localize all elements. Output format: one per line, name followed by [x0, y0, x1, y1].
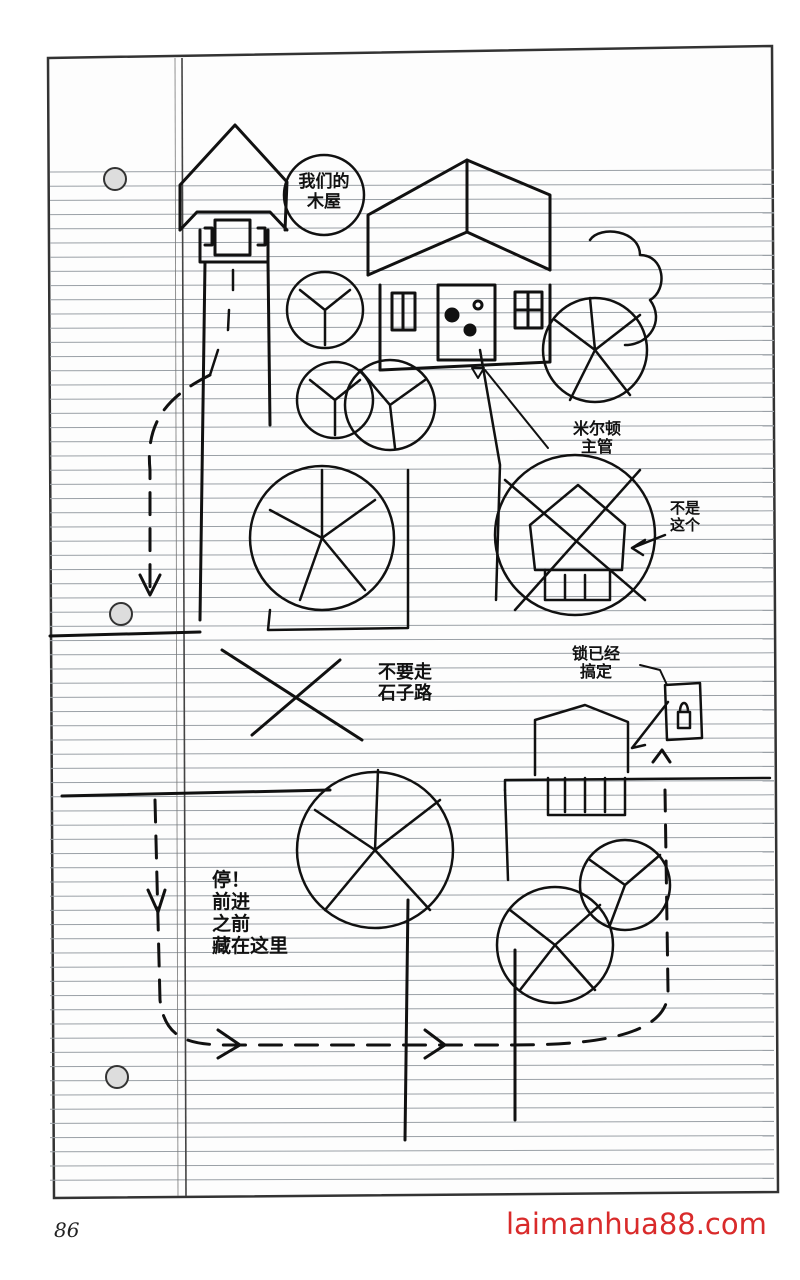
ruled-line	[49, 283, 775, 287]
ruled-line	[49, 567, 775, 571]
ruled-line	[49, 1064, 775, 1068]
ruled-line	[49, 1163, 775, 1167]
not-this-label: 不是这个	[670, 499, 701, 535]
ruled-line	[49, 311, 775, 315]
ruled-line	[49, 765, 775, 769]
supervisor-milton-label: 米尔顿主管	[572, 419, 621, 457]
ruled-line	[49, 751, 775, 755]
ruled-line	[49, 836, 775, 840]
binder-hole-middle	[109, 602, 133, 626]
ruled-line	[49, 950, 775, 954]
ruled-line	[49, 907, 775, 911]
ruled-line	[49, 1078, 775, 1082]
ruled-line	[49, 510, 775, 514]
ruled-line	[49, 993, 775, 997]
ruled-line	[49, 808, 775, 812]
crossed-out-building	[493, 453, 667, 617]
ruled-line	[49, 439, 775, 443]
trees-right-cluster	[541, 230, 663, 404]
ruled-line	[49, 453, 775, 457]
stone-path-cross	[220, 648, 364, 742]
ruled-line	[49, 1092, 775, 1096]
ruled-line	[49, 694, 775, 698]
ruled-line	[49, 1049, 775, 1053]
ruled-line	[49, 1106, 775, 1110]
ruled-line	[49, 1035, 775, 1039]
notebook-paper	[46, 44, 780, 1200]
ruled-line	[49, 822, 775, 826]
ruled-line	[49, 581, 775, 585]
ruled-line	[49, 1177, 775, 1181]
ruled-line	[49, 467, 775, 471]
page-number: 86	[54, 1218, 80, 1242]
stop-hide-here-label: 停！前进之前藏在这里	[212, 869, 289, 957]
trees-bottom	[295, 768, 672, 1005]
ruled-line	[49, 737, 775, 741]
ruled-line	[49, 1007, 775, 1011]
ruled-line	[49, 410, 775, 414]
ruled-line	[49, 169, 775, 173]
ruled-line	[49, 922, 775, 926]
ruled-line	[49, 623, 775, 627]
ruled-line	[49, 481, 775, 485]
dashed-route	[147, 373, 670, 1047]
ruled-line	[49, 396, 775, 400]
roads	[48, 630, 517, 1142]
cabin-bubble	[282, 153, 366, 237]
ruled-line	[49, 794, 775, 798]
binder-hole-top	[103, 167, 127, 191]
ruled-line	[49, 978, 775, 982]
ruled-line	[49, 893, 775, 897]
ruled-line	[49, 709, 775, 713]
binder-hole-bottom	[105, 1065, 129, 1089]
ruled-line	[49, 1149, 775, 1153]
ruled-line	[49, 1021, 775, 1025]
no-stone-path-label: 不要走石子路	[378, 662, 432, 704]
ruled-line	[49, 496, 775, 500]
ruled-line	[49, 1120, 775, 1124]
ruled-line	[49, 212, 775, 216]
ruled-line	[49, 723, 775, 727]
ruled-line	[49, 197, 775, 201]
ruled-line	[49, 851, 775, 855]
watermark-text: laimanhua88.com	[506, 1207, 767, 1241]
ruled-line	[49, 268, 775, 272]
ruled-line	[49, 183, 775, 187]
route-arrows	[138, 573, 672, 1060]
ruled-line	[49, 425, 775, 429]
ruled-line	[49, 595, 775, 599]
ruled-line	[49, 354, 775, 358]
ruled-line	[49, 865, 775, 869]
ruled-line	[49, 964, 775, 968]
ruled-line	[49, 339, 775, 343]
ruled-line	[49, 240, 775, 244]
ruled-line	[49, 609, 775, 613]
trees-left-cluster	[248, 270, 437, 632]
ruled-line	[49, 879, 775, 883]
cabin-drawing	[178, 123, 289, 622]
ruled-line	[49, 680, 775, 684]
ruled-line	[49, 638, 775, 642]
ruled-line	[49, 1135, 775, 1139]
ruled-line	[49, 382, 775, 386]
ruled-line	[49, 652, 775, 656]
cabin-label: 我们的木屋	[298, 172, 350, 212]
ruled-line	[49, 936, 775, 940]
lock-done-label: 锁已经搞定	[571, 644, 620, 682]
ruled-line	[49, 226, 775, 230]
shed-drawing	[503, 664, 772, 882]
